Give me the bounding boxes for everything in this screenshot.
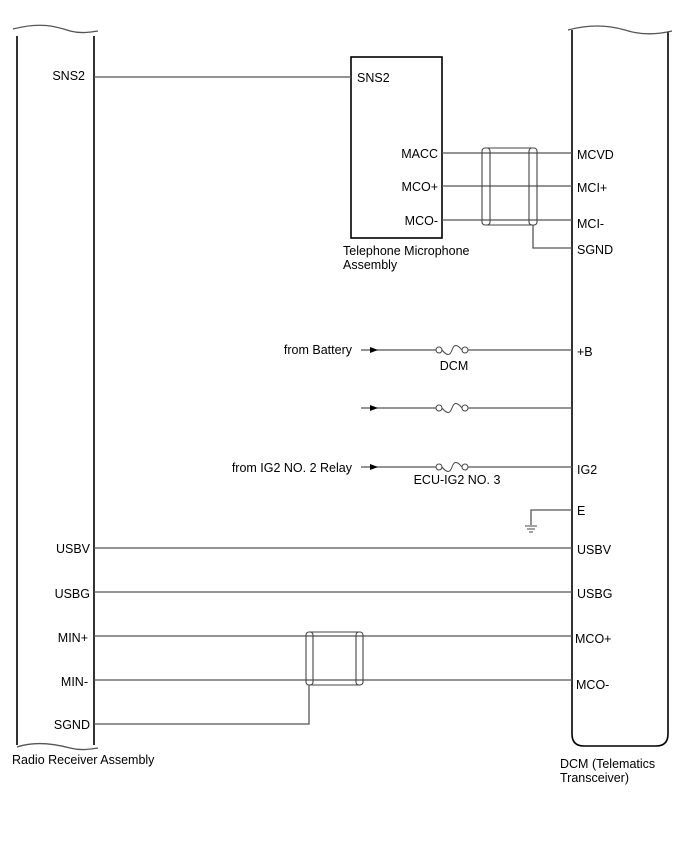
- wire-radio-sgnd-shield: [94, 685, 310, 725]
- fuse-ecu-ig2-icon: [435, 462, 469, 472]
- dcm-pin-plus-b: +B: [577, 345, 593, 359]
- arrow-icon: [370, 464, 378, 470]
- mic-pin-mco-plus: MCO+: [402, 180, 438, 194]
- fuse-unlabeled-icon: [435, 403, 469, 413]
- mic-pin-mco-minus: MCO-: [405, 214, 438, 228]
- dcm-block: DCM (Telematics Transceiver) MCVD MCI+ M…: [560, 25, 673, 785]
- wire-ground-e: [530, 509, 572, 525]
- mic-pin-sns2: SNS2: [357, 71, 390, 85]
- dcm-label-line1: DCM (Telematics: [560, 757, 655, 771]
- radio-pin-usbg: USBG: [55, 587, 90, 601]
- power-wires: from Battery DCM from IG2 NO. 2 Relay EC…: [232, 343, 572, 533]
- from-battery-label: from Battery: [284, 343, 353, 357]
- dcm-pin-e: E: [577, 504, 585, 518]
- mic-label-line2: Assembly: [343, 258, 398, 272]
- mic-label-line1: Telephone Microphone: [343, 244, 470, 258]
- shield-top: [481, 147, 538, 226]
- arrow-icon: [370, 405, 378, 411]
- wires-bottom: [94, 547, 572, 725]
- radio-receiver-block: Radio Receiver Assembly SNS2 USBV USBG M…: [12, 24, 155, 767]
- from-ig2-relay-label: from IG2 NO. 2 Relay: [232, 461, 353, 475]
- radio-pin-usbv: USBV: [56, 542, 91, 556]
- fuse-dcm-label: DCM: [440, 359, 468, 373]
- radio-pin-min-minus: MIN-: [61, 675, 88, 689]
- dcm-pin-mco-minus: MCO-: [576, 678, 609, 692]
- radio-pin-sns2: SNS2: [52, 69, 85, 83]
- dcm-pin-mcvd: MCVD: [577, 148, 614, 162]
- radio-pin-sgnd: SGND: [54, 718, 90, 732]
- wires-top: [94, 76, 572, 249]
- radio-receiver-label: Radio Receiver Assembly: [12, 753, 155, 767]
- dcm-pin-usbv: USBV: [577, 543, 612, 557]
- fuse-ecu-ig2-label: ECU-IG2 NO. 3: [414, 473, 501, 487]
- microphone-block: SNS2 MACC MCO+ MCO- Telephone Microphone…: [343, 56, 470, 272]
- wire-shield-sgnd-dcm: [532, 225, 572, 249]
- dcm-pin-mci-minus: MCI-: [577, 217, 604, 231]
- dcm-pin-mci-plus: MCI+: [577, 181, 607, 195]
- dcm-pin-sgnd: SGND: [577, 243, 613, 257]
- dcm-pin-ig2: IG2: [577, 463, 597, 477]
- arrow-icon: [370, 347, 378, 353]
- dcm-pin-mco-plus: MCO+: [575, 632, 611, 646]
- mic-pin-macc: MACC: [401, 147, 438, 161]
- ground-icon: [525, 525, 537, 533]
- shield-bottom: [305, 631, 364, 686]
- radio-pin-min-plus: MIN+: [58, 631, 88, 645]
- fuse-dcm-icon: [435, 345, 469, 355]
- dcm-pin-usbg: USBG: [577, 587, 612, 601]
- dcm-label-line2: Transceiver): [560, 771, 629, 785]
